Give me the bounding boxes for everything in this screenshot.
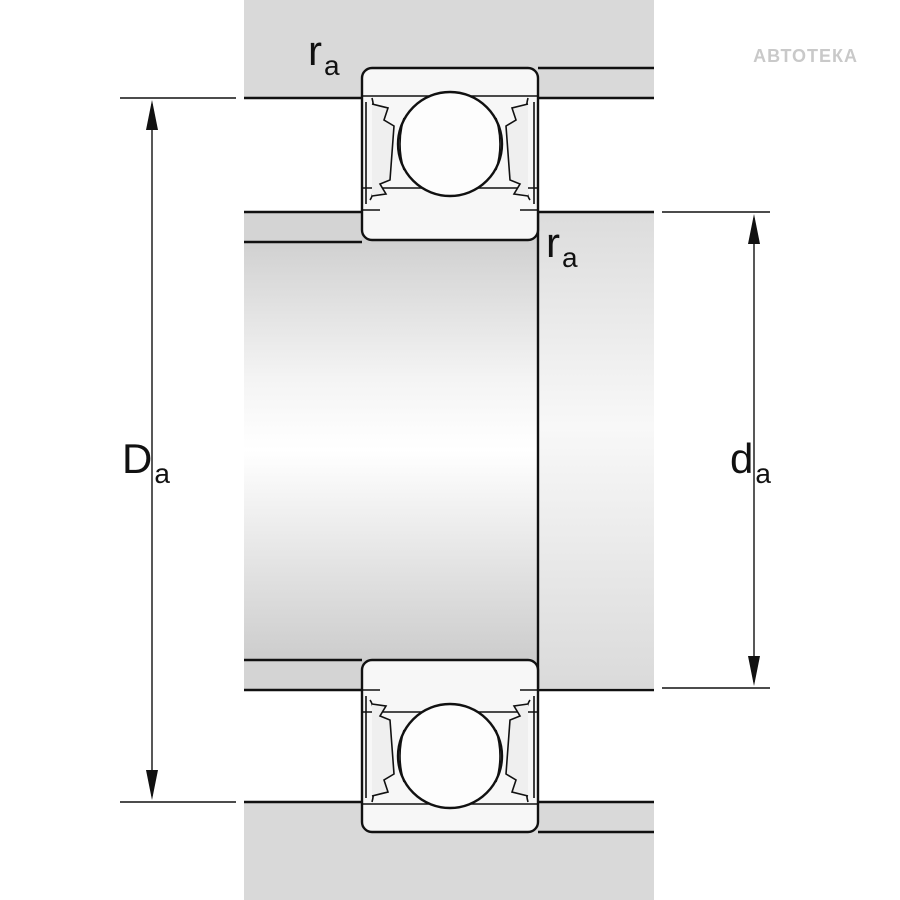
label-ra-housing-fillet: ra [308,27,340,80]
label-Da-housing-diameter: Da [122,435,170,488]
bearing-top [360,66,540,242]
bearing-bottom [360,658,540,834]
label-da-shaft-diameter: da [730,435,771,488]
shaft-section [244,210,654,692]
label-da-main: d [730,435,754,482]
label-Da-main: D [122,435,153,482]
label-ra-sub: a [324,50,340,81]
label-ra-main: r [546,219,560,266]
label-Da-sub: a [154,458,170,489]
watermark-logo: АВТОТЕКА [753,46,858,66]
label-da-sub: a [755,458,771,489]
label-ra-shaft-fillet: ra [546,219,578,272]
housing-section [244,0,654,900]
dimension-da [662,211,770,689]
label-ra-sub: a [562,242,578,273]
label-ra-main: r [308,27,322,74]
dimension-Da [120,97,236,803]
